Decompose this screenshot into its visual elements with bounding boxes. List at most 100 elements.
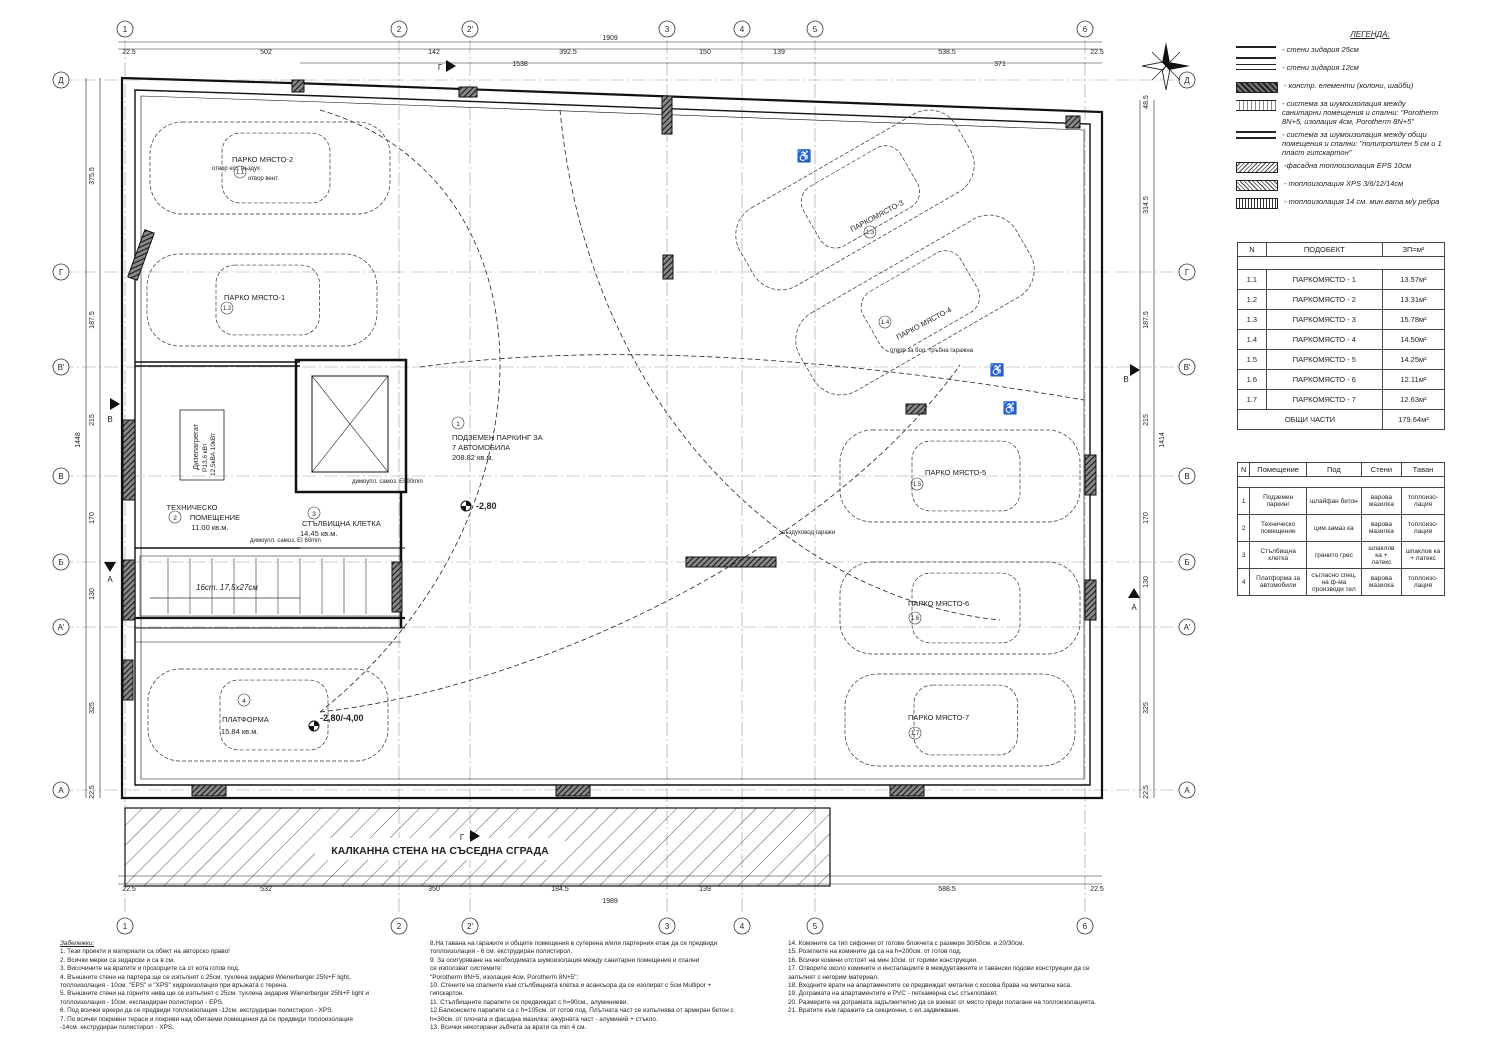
table-cell: Платформа за автомобили xyxy=(1249,568,1307,596)
col-header: Помещение xyxy=(1249,462,1307,477)
dimension-text: 22.5 xyxy=(1090,886,1104,893)
axis-bubble-right-label: В' xyxy=(1184,363,1191,372)
note-line: 21. Вратите към гаражите са секционни, с… xyxy=(788,1007,961,1015)
table-cell: 4 xyxy=(1236,568,1251,596)
table-cell: 1.1 xyxy=(1237,269,1267,290)
table-cell: Подземен паркинг xyxy=(1249,487,1307,515)
svg-text:2: 2 xyxy=(173,515,177,522)
note-line: гипскартон. xyxy=(430,990,465,998)
axis-bubble-right-label: А' xyxy=(1184,623,1191,632)
dimension-text: 187.5 xyxy=(1143,311,1150,329)
room-label-parking-7: ПАРКО МЯСТО-7 xyxy=(908,713,969,722)
room-label-parking-5: ПАРКО МЯСТО-5 xyxy=(925,468,986,477)
axis-bubble-left: Д xyxy=(52,71,70,89)
dimension-text: 538.5 xyxy=(938,49,956,56)
table-spacer-row xyxy=(1237,476,1445,488)
table-cell: шпаклов ка + латекс xyxy=(1360,541,1402,569)
dimension-text: 22.5 xyxy=(122,886,136,893)
tag-1-2: 1.2 xyxy=(223,306,232,312)
table-cell: 1.7 xyxy=(1237,389,1267,410)
interior-walls xyxy=(135,358,408,643)
outer-walls xyxy=(120,76,1104,800)
axis-bubble-left-label: В xyxy=(58,472,63,481)
tech-room-label: ТЕХНИЧЕСКО 2 ПОМЕЩЕНИЕ 11.00 кв.м. xyxy=(167,503,241,532)
section-marks: А А В В Г Г xyxy=(104,60,1140,842)
dimension-text: 1989 xyxy=(602,898,618,905)
tag-1-4: 1.4 xyxy=(881,320,890,326)
note-line: 16. Всички комини отстоят на мин 10см. о… xyxy=(788,956,978,964)
dimension-text: 22.5 xyxy=(1143,785,1150,799)
circulation-arcs xyxy=(319,109,1085,713)
dimension-text: 22.5 xyxy=(89,785,96,799)
table-cell: 1.6 xyxy=(1237,369,1267,390)
dimension-text: 325 xyxy=(1143,702,1150,714)
axis-bubble-right-label: Г xyxy=(1185,268,1190,277)
dimension-text: 392.5 xyxy=(559,49,577,56)
axis-bubble-right: В' xyxy=(1178,358,1196,376)
dimension-text: 1538 xyxy=(512,61,528,68)
note-line: 13. Всички некотирани зъбчета за врати с… xyxy=(430,1024,587,1032)
table-cell: 2 xyxy=(1236,514,1251,542)
axis-bubble-top: 6 xyxy=(1076,20,1094,38)
dimension-text: 350 xyxy=(428,886,440,893)
dimension-text: 130 xyxy=(1143,576,1150,588)
axis-bubble-left-label: Г xyxy=(59,268,64,277)
axis-bubble-right-label: Д xyxy=(1184,76,1190,85)
car-outline xyxy=(147,668,389,762)
dimension-text: 142 xyxy=(428,49,440,56)
axis-bubble-left: В' xyxy=(52,358,70,376)
tag-1-3: 1.3 xyxy=(866,230,875,236)
dimension-text: 184.5 xyxy=(551,886,569,893)
dimension-text: 22.5 xyxy=(1090,49,1104,56)
parking-cars xyxy=(146,109,1081,767)
table-cell: цим.замаз ка xyxy=(1305,514,1362,542)
axis-bubble-right: А xyxy=(1178,781,1196,799)
concrete-swatch xyxy=(1236,82,1278,93)
axis-grid xyxy=(60,40,1195,915)
car-outline xyxy=(839,561,1081,655)
svg-text:11.00 кв.м.: 11.00 кв.м. xyxy=(192,523,229,532)
legend-item: - стени зидария 25см xyxy=(1236,45,1444,59)
note-line: 2. Всички мерки са зидарски и са в см. xyxy=(60,956,175,964)
eps-swatch xyxy=(1236,162,1278,173)
dimension-text: 1414 xyxy=(1159,432,1166,448)
note-line: 1. Тези проекти и материали са обект на … xyxy=(60,948,230,956)
legend-item: -фасадна топлоизолация EPS 10см xyxy=(1236,161,1444,175)
room-label-parking-3: ПАРКОМЯСТО-3 xyxy=(849,198,905,234)
dimension-text: 48.5 xyxy=(1143,95,1150,109)
wool-swatch xyxy=(1236,198,1278,209)
table-cell: топлоизо- лация xyxy=(1400,568,1446,596)
legend-item: - топлоизолация 14 см. мин.вата м/у ребр… xyxy=(1236,197,1444,211)
dimension-text: 130 xyxy=(89,588,96,600)
table-cell: Стълбищна клетка xyxy=(1249,541,1307,569)
generator-label-1: Дизелагрегат xyxy=(191,423,200,470)
axis-bubble-right-label: В xyxy=(1184,472,1189,481)
axis-bubble-top-label: 2' xyxy=(467,25,473,34)
axis-bubble-bottom: 2 xyxy=(390,917,408,935)
svg-text:14.45 кв.м.: 14.45 кв.м. xyxy=(300,529,337,538)
table-cell: ПАРКОМЯСТО - 1 xyxy=(1265,269,1383,290)
axis-bubble-top-label: 3 xyxy=(665,25,670,34)
legend-item: - система за шумоизолация между санитарн… xyxy=(1236,99,1444,126)
col-header: N xyxy=(1237,242,1267,257)
svg-text:ПЛАТФОРМА: ПЛАТФОРМА xyxy=(222,715,269,724)
legend-item-label: - стени зидария 25см xyxy=(1282,45,1359,54)
room-tags xyxy=(220,165,924,740)
table-cell: ПАРКОМЯСТО - 4 xyxy=(1265,329,1383,350)
svg-text:15.84 кв.м.: 15.84 кв.м. xyxy=(221,727,258,736)
legend-item: - констр. елементи (колони, шайби) xyxy=(1236,81,1444,95)
wheelchair-icon: ♿ xyxy=(797,149,812,163)
stair-room-label: 3 СТЪЛБИЩНА КЛЕТКА 14.45 кв.м. xyxy=(300,506,381,538)
table-cell: гранито грес xyxy=(1305,541,1362,569)
xps-swatch xyxy=(1236,180,1278,191)
axis-bubble-bottom: 1 xyxy=(116,917,134,935)
axis-bubble-left-label: В' xyxy=(58,363,65,372)
svg-text:отвор вент.: отвор вент. xyxy=(248,176,279,182)
note-line: 20. Размерите на дограмата задължително … xyxy=(788,998,1096,1006)
tag-1-5: 1.5 xyxy=(913,482,922,488)
col-header: Таван xyxy=(1400,462,1446,477)
